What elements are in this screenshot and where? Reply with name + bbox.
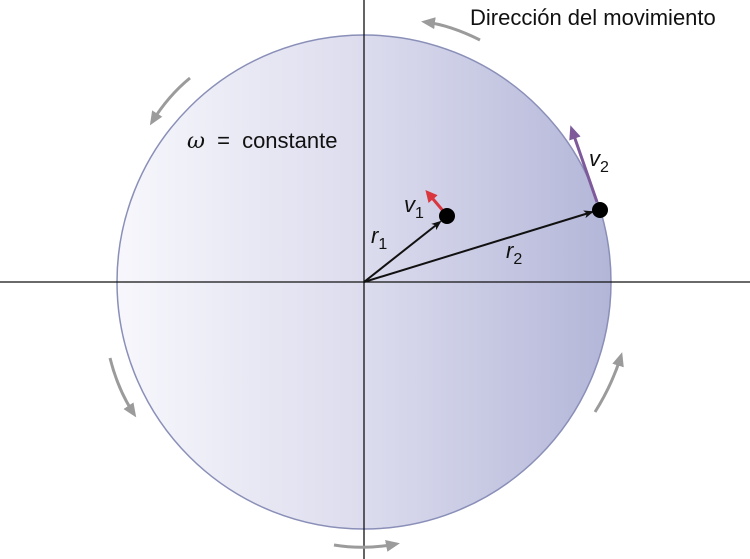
omega-label: ω = constante — [187, 128, 337, 154]
direction-arrow-upper-left — [149, 76, 191, 126]
point-1 — [439, 208, 455, 224]
r2-label: r2 — [506, 238, 522, 268]
direction-arrow-lower-right — [593, 352, 624, 413]
r2-vector — [363, 210, 594, 283]
r1-label: r1 — [371, 223, 387, 253]
v2-label: v2 — [589, 146, 609, 176]
v1-vector — [425, 189, 446, 213]
v2-vector — [569, 125, 599, 203]
direction-title: Dirección del movimiento — [470, 5, 716, 30]
direction-arrow-lower-left — [108, 357, 137, 418]
r1-vector — [363, 220, 442, 283]
direction-arrow-bottom — [333, 540, 400, 552]
v1-label: v1 — [404, 192, 424, 222]
direction-arrow-top — [421, 17, 481, 42]
point-2 — [592, 202, 608, 218]
